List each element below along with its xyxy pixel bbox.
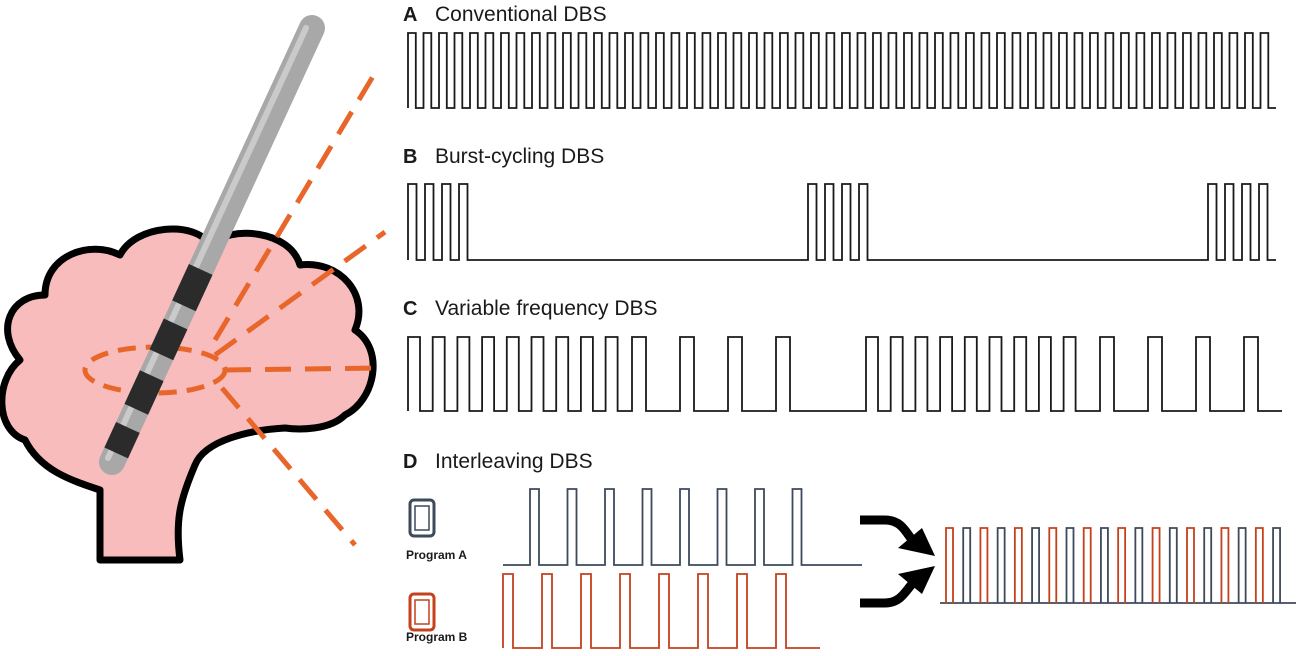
- arrowhead-icon: [898, 566, 935, 594]
- interleaved-pulse: [1168, 527, 1178, 603]
- panel-title: Interleaving DBS: [435, 450, 593, 473]
- interleaved-pulse: [1254, 527, 1264, 603]
- variable-frequency-waveform: [407, 336, 1282, 412]
- panel-letter: A: [403, 4, 417, 26]
- interleaved-pulse: [1237, 527, 1247, 603]
- panel-letter: B: [403, 146, 417, 168]
- interleaved-pulse: [1186, 527, 1195, 603]
- panel-a-label: A Conventional DBS: [403, 3, 607, 26]
- panel-title: Burst-cycling DBS: [435, 145, 604, 168]
- panel-title: Variable frequency DBS: [435, 297, 658, 320]
- interleaved-pulse: [1220, 527, 1230, 603]
- panel-d-label: D Interleaving DBS: [403, 450, 593, 473]
- interleaved-pulse: [1134, 527, 1144, 603]
- interleaved-pulse: [1203, 527, 1213, 603]
- program-b-waveform: [502, 573, 820, 649]
- program-label: Program B: [406, 630, 468, 644]
- interleaved-pulse: [1048, 527, 1058, 603]
- arrow-icon: [860, 515, 916, 543]
- interleaved-pulse: [1272, 527, 1281, 603]
- electrode-contact: [124, 370, 164, 415]
- tablet-icon: [408, 592, 436, 632]
- interleaved-pulse: [979, 527, 989, 603]
- interleaved-pulse: [1031, 527, 1040, 603]
- program-a-device: Program A: [406, 498, 467, 562]
- interleaved-pulse: [1117, 527, 1127, 603]
- interleaved-pulse: [996, 527, 1006, 603]
- conventional-waveform: [407, 32, 1276, 109]
- electrode-contact: [149, 318, 188, 361]
- interleaved-pulse: [1100, 527, 1109, 603]
- interleaved-pulse: [1065, 527, 1075, 603]
- brain-illustration: [0, 15, 387, 564]
- interleaved-pulse: [1151, 527, 1161, 603]
- panel-title: Conventional DBS: [435, 3, 607, 26]
- tablet-icon: [408, 498, 436, 538]
- arrowhead-icon: [898, 528, 935, 556]
- panel-letter: D: [403, 451, 417, 473]
- brain-shape: [0, 225, 377, 564]
- burst-cycling-waveform: [407, 183, 1276, 261]
- electrode-contacts: [104, 264, 213, 459]
- program-a-waveform: [503, 488, 862, 566]
- program-b-device: Program B: [406, 592, 468, 644]
- electrode-contact: [172, 264, 213, 312]
- projection-lines: [212, 66, 387, 547]
- panel-c-label: C Variable frequency DBS: [403, 297, 658, 320]
- interleaving-panel: Program A Program B: [406, 488, 1296, 649]
- interleaved-pulse: [945, 527, 954, 603]
- panel-letter: C: [403, 298, 417, 320]
- interleaved-pulse: [1013, 527, 1023, 603]
- interleaved-pulse: [1082, 527, 1092, 603]
- merge-arrows: [860, 515, 935, 608]
- interleaved-pulse: [962, 527, 972, 603]
- electrode-lead: [99, 15, 325, 475]
- program-label: Program A: [406, 548, 467, 562]
- electrode-contact: [104, 422, 140, 459]
- interleaved-waveform: [940, 527, 1296, 604]
- arrow-icon: [860, 581, 916, 608]
- panel-b-label: B Burst-cycling DBS: [403, 145, 604, 168]
